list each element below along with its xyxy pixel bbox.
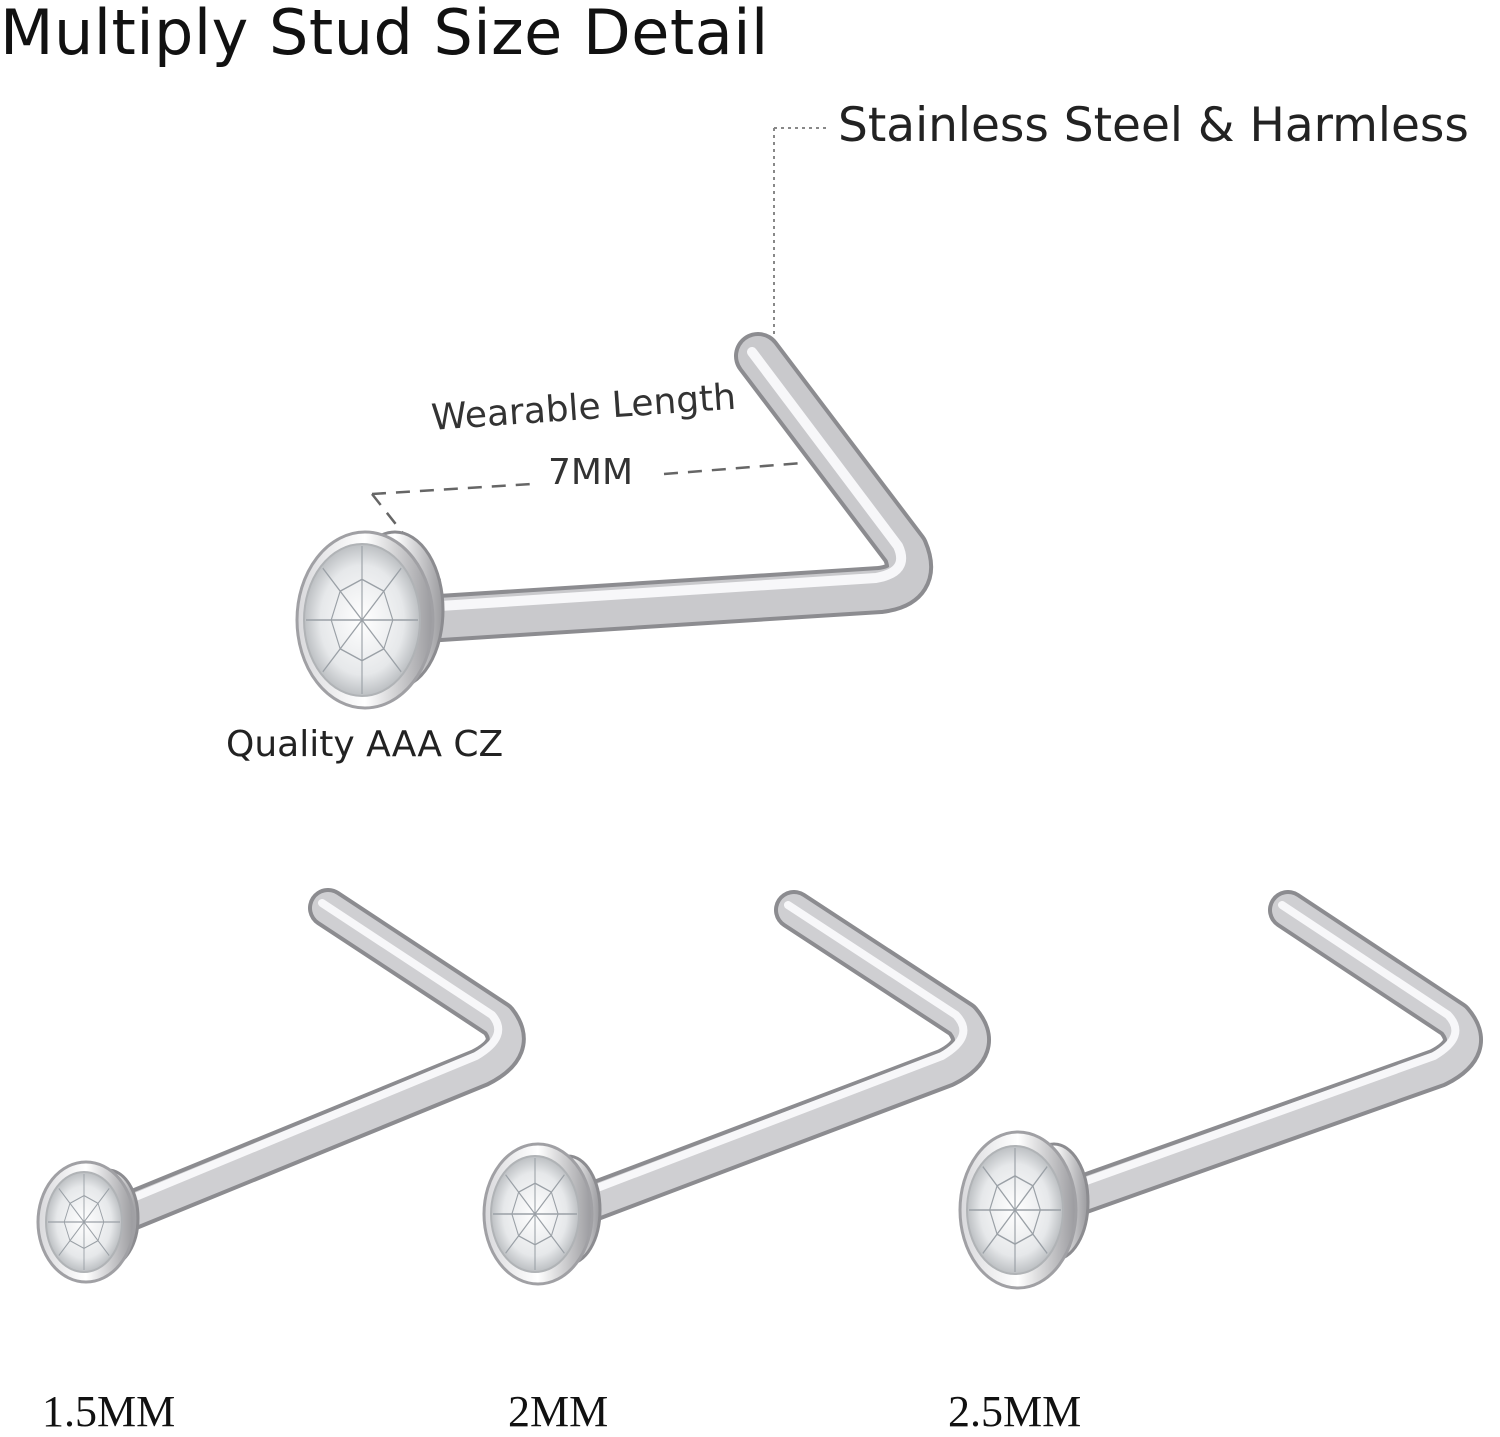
size-label-small: 1.5MM (42, 1387, 176, 1436)
nose-stud-small-icon (484, 890, 991, 1284)
gem-quality-label: Quality AAA CZ (226, 724, 504, 765)
nose-stud-small-icon (960, 890, 1483, 1288)
material-leader-line (773, 127, 826, 338)
size-label-large: 2.5MM (948, 1387, 1082, 1436)
nose-stud-small-icon (38, 888, 526, 1282)
page-title: Multiply Stud Size Detail (0, 0, 769, 69)
material-label: Stainless Steel & Harmless (838, 98, 1469, 153)
nose-stud-large-icon (297, 332, 933, 708)
size-label-medium: 2MM (508, 1387, 609, 1436)
wearable-length-value: 7MM (548, 452, 634, 493)
